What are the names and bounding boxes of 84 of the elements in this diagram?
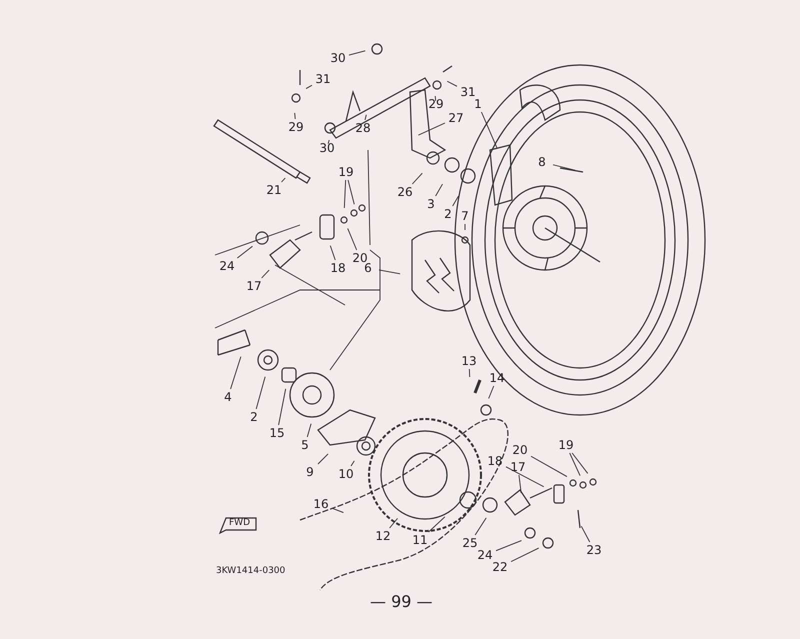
callout-number: 15 xyxy=(267,426,287,440)
leader-line xyxy=(468,368,470,378)
leader-line xyxy=(506,466,544,488)
leader-line xyxy=(306,84,312,89)
leader-line xyxy=(428,516,446,532)
leader-line xyxy=(348,50,366,56)
leader-line xyxy=(474,517,487,536)
callout-number: 3 xyxy=(421,197,441,211)
callout-number: 17 xyxy=(508,460,528,474)
leader-line xyxy=(572,452,588,474)
callout-number: 16 xyxy=(311,497,331,511)
leader-line xyxy=(530,456,568,477)
leader-line xyxy=(328,140,330,144)
callout-number: 20 xyxy=(510,443,530,457)
callout-number: 19 xyxy=(556,438,576,452)
leader-line xyxy=(236,246,253,258)
callout-number: 30 xyxy=(317,141,337,155)
callout-number: 1 xyxy=(468,97,488,111)
leader-line xyxy=(418,122,446,136)
callout-number: 26 xyxy=(395,185,415,199)
leader-line xyxy=(306,423,312,438)
callout-number: 4 xyxy=(218,390,238,404)
callout-number: 8 xyxy=(532,155,552,169)
callout-number: 9 xyxy=(300,465,320,479)
leader-line xyxy=(389,518,398,528)
leader-line xyxy=(452,196,459,206)
leader-line xyxy=(481,112,498,150)
callout-number: 31 xyxy=(313,72,333,86)
callout-number: 29 xyxy=(426,97,446,111)
callout-number: 18 xyxy=(328,261,348,275)
callout-number: 28 xyxy=(353,121,373,135)
callout-number: 31 xyxy=(458,85,478,99)
callout-number: 27 xyxy=(446,111,466,125)
callout-number: 13 xyxy=(459,354,479,368)
leader-line xyxy=(378,270,401,274)
callout-number: 19 xyxy=(336,165,356,179)
callout-number: 10 xyxy=(336,467,356,481)
leader-line xyxy=(261,270,270,278)
leader-line xyxy=(344,180,346,208)
leader-line xyxy=(256,376,266,410)
callout-number: 22 xyxy=(490,560,510,574)
callout-number: 14 xyxy=(487,371,507,385)
callout-number: 2 xyxy=(438,207,458,221)
callout-number: 21 xyxy=(264,183,284,197)
callout-number: 25 xyxy=(460,536,480,550)
leader-line xyxy=(569,452,581,476)
leader-line xyxy=(350,460,355,466)
leader-line xyxy=(412,172,423,184)
callout-number: 24 xyxy=(475,548,495,562)
leader-line xyxy=(446,80,458,87)
leader-line xyxy=(435,184,443,196)
callout-number: 5 xyxy=(295,438,315,452)
callout-number: 24 xyxy=(217,259,237,273)
callout-number: 12 xyxy=(373,529,393,543)
leader-line xyxy=(488,386,494,399)
leader-line xyxy=(347,228,358,250)
callout-number: 23 xyxy=(584,543,604,557)
part-code: 3KW1414-0300 xyxy=(216,566,286,576)
callout-number: 29 xyxy=(286,120,306,134)
leader-line xyxy=(518,474,522,494)
callout-number: 7 xyxy=(455,209,475,223)
leader-line xyxy=(580,526,590,542)
callout-number: 18 xyxy=(485,454,505,468)
direction-label: FWD xyxy=(229,518,250,528)
leader-line xyxy=(510,548,540,562)
leader-line xyxy=(332,508,344,513)
leader-line xyxy=(294,112,296,120)
leader-line xyxy=(496,540,522,552)
leader-line xyxy=(230,356,242,390)
leader-line xyxy=(281,178,286,182)
leader-line xyxy=(318,454,328,464)
leader-line xyxy=(330,245,336,260)
page-number: — 99 — xyxy=(370,592,433,611)
leader-line xyxy=(364,114,367,120)
callout-number: 2 xyxy=(244,410,264,424)
leader-line xyxy=(464,224,466,230)
leader-line xyxy=(348,180,355,205)
leader-line xyxy=(434,96,436,102)
callout-number: 30 xyxy=(328,51,348,65)
callout-number: 17 xyxy=(244,279,264,293)
leader-line xyxy=(278,388,286,426)
leader-line xyxy=(552,164,576,171)
callout-number: 6 xyxy=(358,261,378,275)
callout-number: 11 xyxy=(410,533,430,547)
